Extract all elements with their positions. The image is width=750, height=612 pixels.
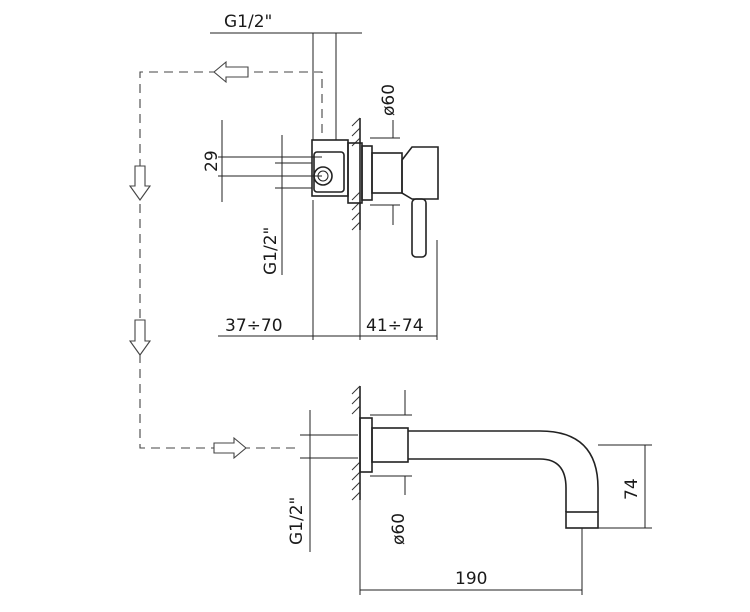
depth-right-label: 41÷74 xyxy=(366,316,424,336)
spout-thread-label: G1/2" xyxy=(287,497,307,545)
spout xyxy=(351,385,599,545)
top-thread-label: G1/2" xyxy=(224,12,272,32)
depth-left-label: 37÷70 xyxy=(225,316,283,336)
mixer-diameter-label: ø60 xyxy=(379,84,399,116)
flow-arrow-down-icon xyxy=(128,319,152,356)
mixer-dimensions: G1/2" ø60 29 G1/2" 37÷70 41÷74 xyxy=(202,12,438,340)
flow-path xyxy=(128,60,323,460)
flow-arrow-left-icon xyxy=(213,60,249,84)
side-thread-label: G1/2" xyxy=(261,227,281,275)
spout-drop-label: 74 xyxy=(622,478,642,500)
spout-dimensions: G1/2" ø60 74 190 xyxy=(287,390,652,595)
spout-length-label: 190 xyxy=(455,569,487,589)
spout-diameter-label: ø60 xyxy=(389,513,409,545)
mixer-offset-label: 29 xyxy=(202,150,222,172)
flow-arrow-right-icon xyxy=(213,436,247,460)
mixer-body xyxy=(311,117,439,258)
flow-arrow-down-icon xyxy=(128,165,152,201)
